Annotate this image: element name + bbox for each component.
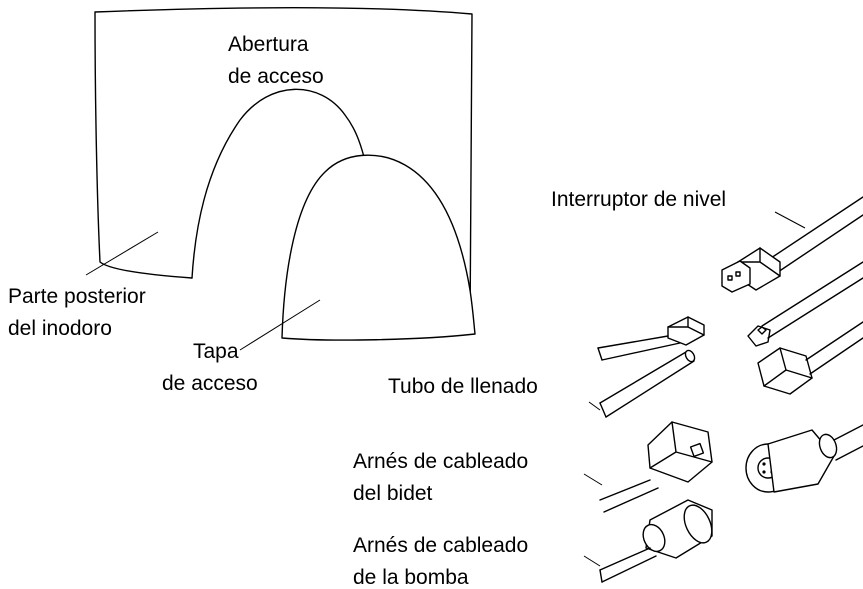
pump-harness-right	[745, 424, 863, 493]
label-parte-line1: Parte posterior	[8, 285, 146, 308]
leader-bidet	[583, 473, 603, 486]
access-cover	[281, 154, 476, 341]
label-abertura-line1: Abertura	[228, 33, 309, 56]
access-opening	[191, 88, 365, 279]
label-arnes-bidet-line1: Arnés de cableado	[353, 450, 528, 473]
label-tubo: Tubo de llenado	[388, 375, 538, 398]
fill-tube	[588, 261, 863, 418]
label-arnes-bomba-line1: Arnés de cableado	[353, 534, 528, 557]
leader-cover	[239, 299, 321, 351]
label-tapa-line2: de acceso	[162, 372, 258, 395]
level-switch-connector	[721, 196, 863, 293]
label-tapa-line1: Tapa	[193, 340, 239, 363]
label-parte-line2: del inodoro	[8, 317, 112, 340]
label-arnes-bidet-line2: del bidet	[353, 482, 433, 505]
level-switch-mating-connector	[597, 316, 705, 361]
pump-harness-left	[599, 499, 713, 583]
bidet-harness-left	[599, 421, 713, 513]
leader-pump	[583, 555, 601, 567]
label-interruptor: Interruptor de nivel	[551, 188, 726, 211]
bidet-harness-right	[757, 321, 863, 395]
leader-back	[85, 231, 159, 276]
label-arnes-bomba-line2: de la bomba	[353, 566, 469, 589]
label-abertura-line2: de acceso	[228, 65, 324, 88]
